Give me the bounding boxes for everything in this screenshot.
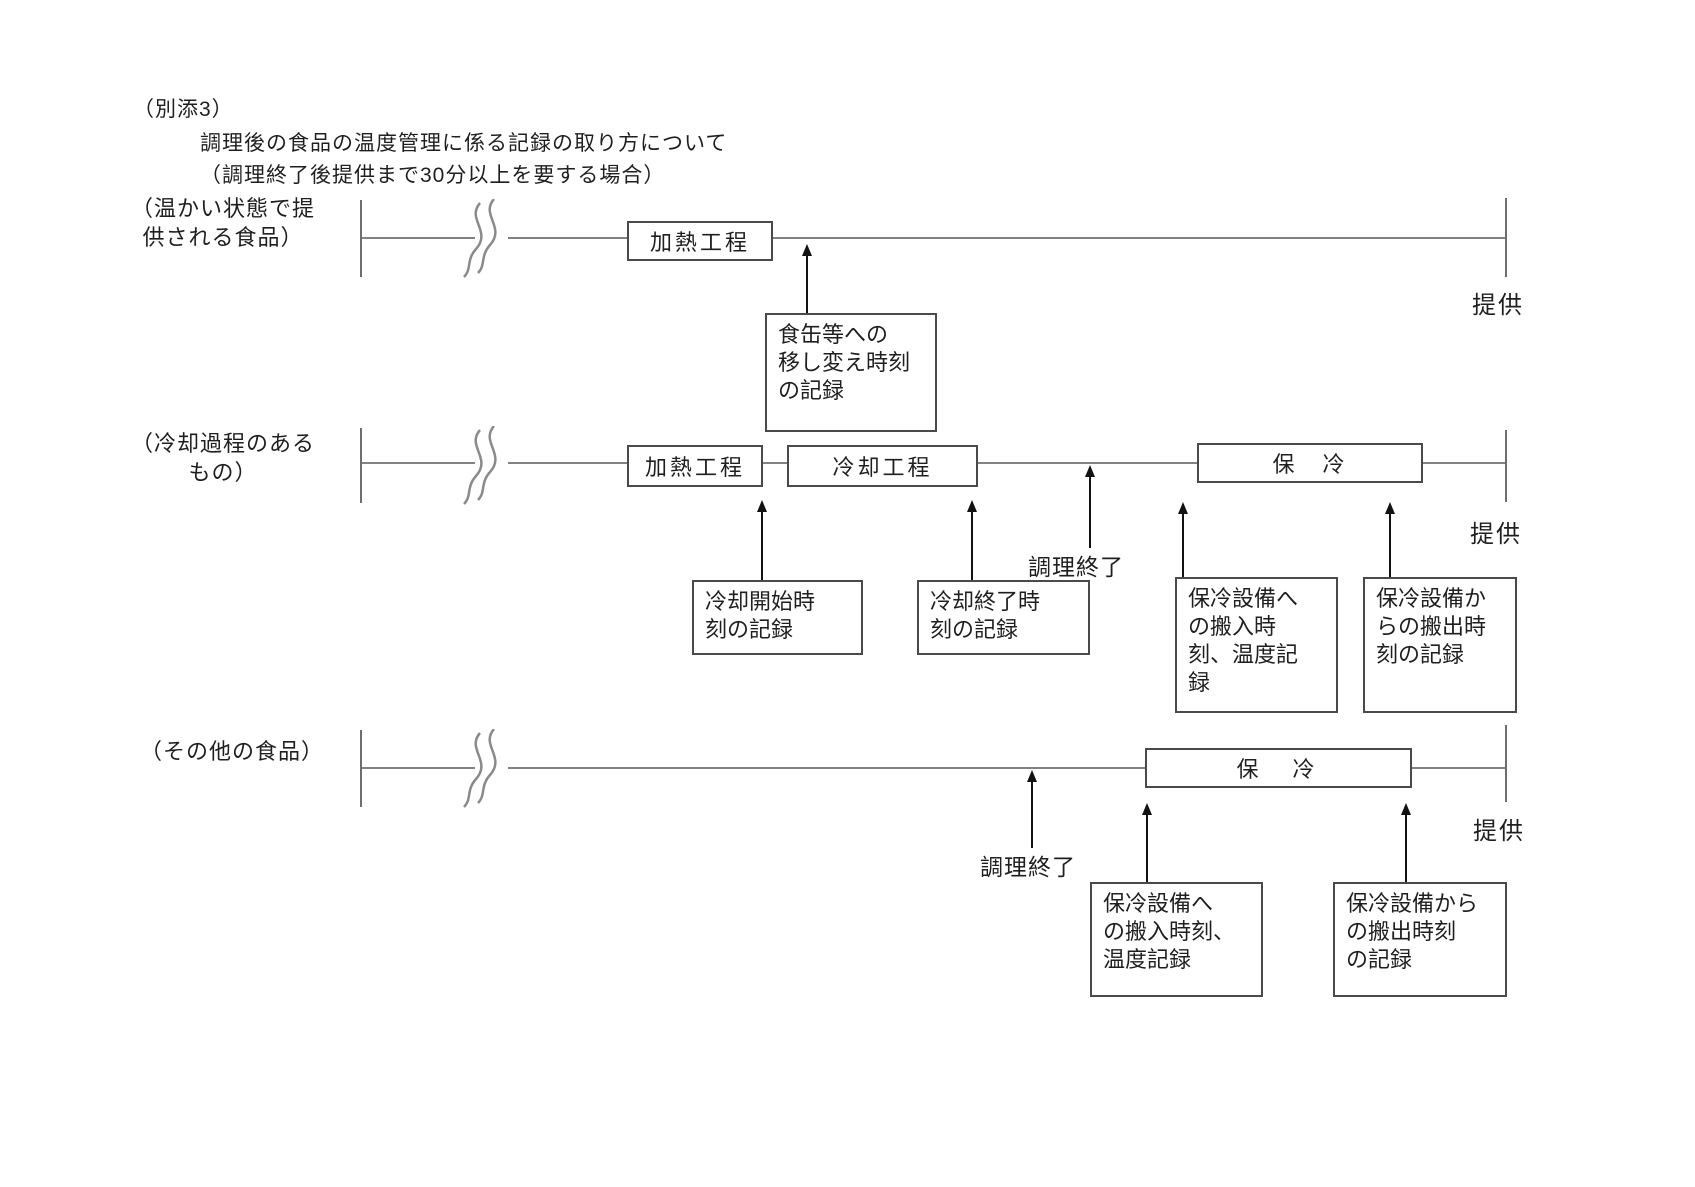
cooling-start-record-box: 冷却開始時 刻の記録 [692,580,863,655]
storage-out-record-box: 保冷設備から の搬出時刻 の記録 [1333,882,1507,997]
row-label-other-foods: （その他の食品） [140,739,325,764]
timeline-segment [508,767,1505,769]
break-squiggle-icon [463,199,497,278]
cold-storage-box: 保 冷 [1197,443,1423,483]
up-arrow-storage-in [1177,502,1189,577]
up-arrow-storage-in [1141,803,1153,882]
serve-label: 提供 [1472,292,1524,319]
row-label-cooling-process: （冷却過程のある もの） [131,431,316,485]
heating-process-box: 加熱工程 [627,221,773,261]
transfer-time-record-box: 食缶等への 移し変え時刻 の記録 [765,313,937,432]
timeline-segment [508,462,1505,464]
storage-in-record-box: 保冷設備へ の搬入時 刻、温度記 録 [1175,577,1338,713]
timeline-segment [508,237,1505,239]
cooking-end-label: 調理終了 [980,854,1076,880]
up-arrow-storage-out [1400,803,1412,882]
break-squiggle-icon [463,729,497,808]
up-arrow-cooling-start [756,500,768,580]
arrow-head-icon [1385,502,1395,514]
timeline-end-tick [1505,725,1507,802]
arrow-head-icon [1027,770,1037,782]
arrow-head-icon [1401,803,1411,815]
arrow-shaft [1405,815,1407,882]
timeline-end-tick [1505,430,1507,502]
row-label-warm-foods: （温かい状態で提 供される食品） [131,196,316,250]
arrow-head-icon [1178,502,1188,514]
arrow-shaft [1182,514,1184,577]
storage-out-record-box: 保冷設備か らの搬出時 刻の記録 [1363,577,1517,713]
page-title: 調理後の食品の温度管理に係る記録の取り方について [200,132,728,155]
timeline-segment [362,237,475,239]
arrow-shaft [971,512,973,580]
arrow-head-icon [1142,803,1152,815]
heating-process-box: 加熱工程 [627,445,763,487]
cooling-end-record-box: 冷却終了時 刻の記録 [917,580,1090,655]
timeline-start-tick [360,730,362,807]
attachment-label: （別添3） [133,98,234,121]
timeline-segment [362,767,475,769]
serve-label: 提供 [1470,521,1522,548]
arrow-shaft [761,512,763,580]
timeline-segment [362,462,475,464]
arrow-shaft [806,256,808,313]
up-arrow-storage-out [1384,502,1396,577]
break-squiggle-icon [463,426,497,505]
arrow-shaft [1089,477,1091,548]
arrow-shaft [1031,782,1033,848]
arrow-head-icon [1085,465,1095,477]
storage-in-record-box: 保冷設備へ の搬入時刻、 温度記録 [1090,882,1263,997]
up-arrow-transfer-record [801,244,813,313]
serve-label: 提供 [1473,818,1525,845]
up-arrow-cooking-end [1026,770,1038,848]
cooking-end-label: 調理終了 [1028,554,1124,580]
arrow-head-icon [757,500,767,512]
cooling-process-box: 冷却工程 [787,445,978,487]
timeline-start-tick [360,428,362,503]
up-arrow-cooking-end [1084,465,1096,548]
duration-condition-label: （調理終了後提供まで30分以上を要する場合） [200,164,666,187]
timeline-end-tick [1505,198,1507,277]
arrow-shaft [1389,514,1391,577]
arrow-head-icon [802,244,812,256]
up-arrow-cooling-end [966,500,978,580]
arrow-head-icon [967,500,977,512]
arrow-shaft [1146,815,1148,882]
timeline-start-tick [360,200,362,277]
cold-storage-box: 保 冷 [1145,748,1412,788]
